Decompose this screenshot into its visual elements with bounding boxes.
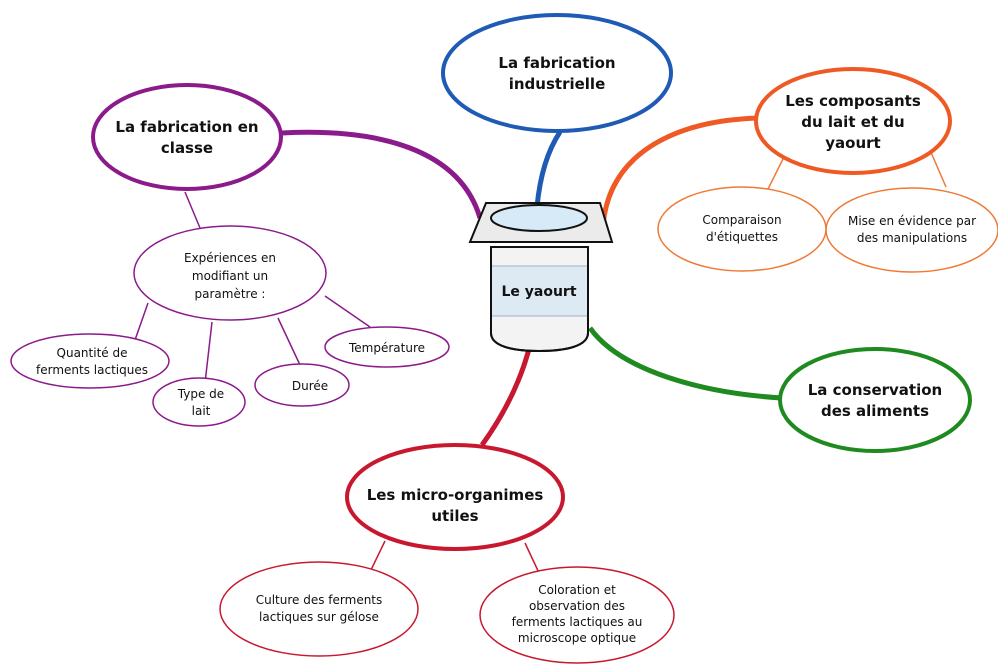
node-micro-organismes-label-2: utiles (431, 507, 478, 525)
node-type-lait-label-1: Type de (177, 387, 224, 401)
node-experiences-label-1: Expériences en (184, 251, 276, 265)
node-coloration-label-3: ferments lactiques au (512, 615, 643, 629)
connector-classe-experiences (184, 191, 201, 229)
node-fabrication-classe-label-1: La fabrication en (115, 118, 258, 136)
node-conservation-label-1: La conservation (808, 381, 942, 399)
node-coloration-label-1: Coloration et (538, 583, 616, 597)
node-mise-en-evidence[interactable] (825, 187, 998, 273)
node-fabrication-classe[interactable] (91, 83, 283, 191)
connector-exp-quantite (134, 302, 149, 341)
yogurt-pot-icon (468, 202, 614, 353)
node-temperature[interactable] (324, 326, 450, 368)
node-culture-label-1: Culture des ferments (256, 593, 383, 607)
node-culture[interactable] (219, 561, 419, 657)
connector-composants-comparaison (767, 156, 785, 190)
connector-composants (600, 115, 761, 226)
connector-exp-temperature (324, 295, 371, 328)
node-culture-label-2: lactiques sur gélose (259, 610, 379, 624)
connector-exp-type (204, 321, 213, 384)
node-duree-label: Durée (292, 379, 328, 393)
node-composants[interactable] (754, 67, 952, 175)
connector-micro-organismes (479, 344, 533, 447)
node-mise-en-evidence-label-1: Mise en évidence par (848, 214, 976, 228)
node-type-lait-label-2: lait (192, 404, 211, 418)
node-conservation-label-2: des aliments (821, 402, 929, 420)
connector-fabrication-classe (281, 129, 483, 219)
node-fabrication-classe-label-2: classe (161, 139, 213, 157)
node-conservation[interactable] (778, 347, 972, 453)
node-composants-label-2: du lait et du (801, 113, 904, 131)
node-micro-organismes[interactable] (345, 443, 565, 551)
node-composants-label-1: Les composants (785, 92, 921, 110)
node-fabrication-industrielle-label-2: industrielle (509, 75, 606, 93)
node-experiences-label-2: modifiant un (192, 269, 268, 283)
node-quantite[interactable] (10, 333, 170, 389)
connector-exp-duree (277, 317, 301, 366)
center-label: Le yaourt (501, 284, 576, 300)
connector-micro-culture (369, 540, 386, 573)
node-duree[interactable] (254, 363, 350, 407)
node-micro-organismes-label-1: Les micro-organimes (367, 486, 544, 504)
node-fabrication-industrielle[interactable] (441, 13, 673, 133)
node-coloration-label-2: observation des (529, 599, 625, 613)
connector-conservation (587, 326, 783, 401)
node-quantite-label-1: Quantité de (57, 346, 128, 360)
node-comparaison-label-1: Comparaison (702, 213, 781, 227)
node-quantite-label-2: ferments lactiques (36, 363, 148, 377)
connector-composants-mise (929, 149, 947, 188)
node-temperature-label: Température (348, 341, 425, 355)
node-experiences[interactable] (133, 225, 327, 321)
node-composants-label-3: yaourt (825, 134, 880, 152)
node-fabrication-industrielle-label-1: La fabrication (498, 54, 615, 72)
node-coloration-label-4: microscope optique (518, 631, 636, 645)
node-experiences-label-3: paramètre : (195, 287, 266, 301)
node-type-lait[interactable] (152, 377, 246, 427)
node-comparaison-label-2: d'étiquettes (706, 230, 778, 244)
node-coloration[interactable] (479, 566, 675, 664)
connector-fabrication-industrielle (534, 130, 563, 208)
connector-micro-coloration (524, 542, 541, 576)
node-comparaison[interactable] (657, 186, 827, 272)
node-mise-en-evidence-label-2: des manipulations (857, 231, 967, 245)
